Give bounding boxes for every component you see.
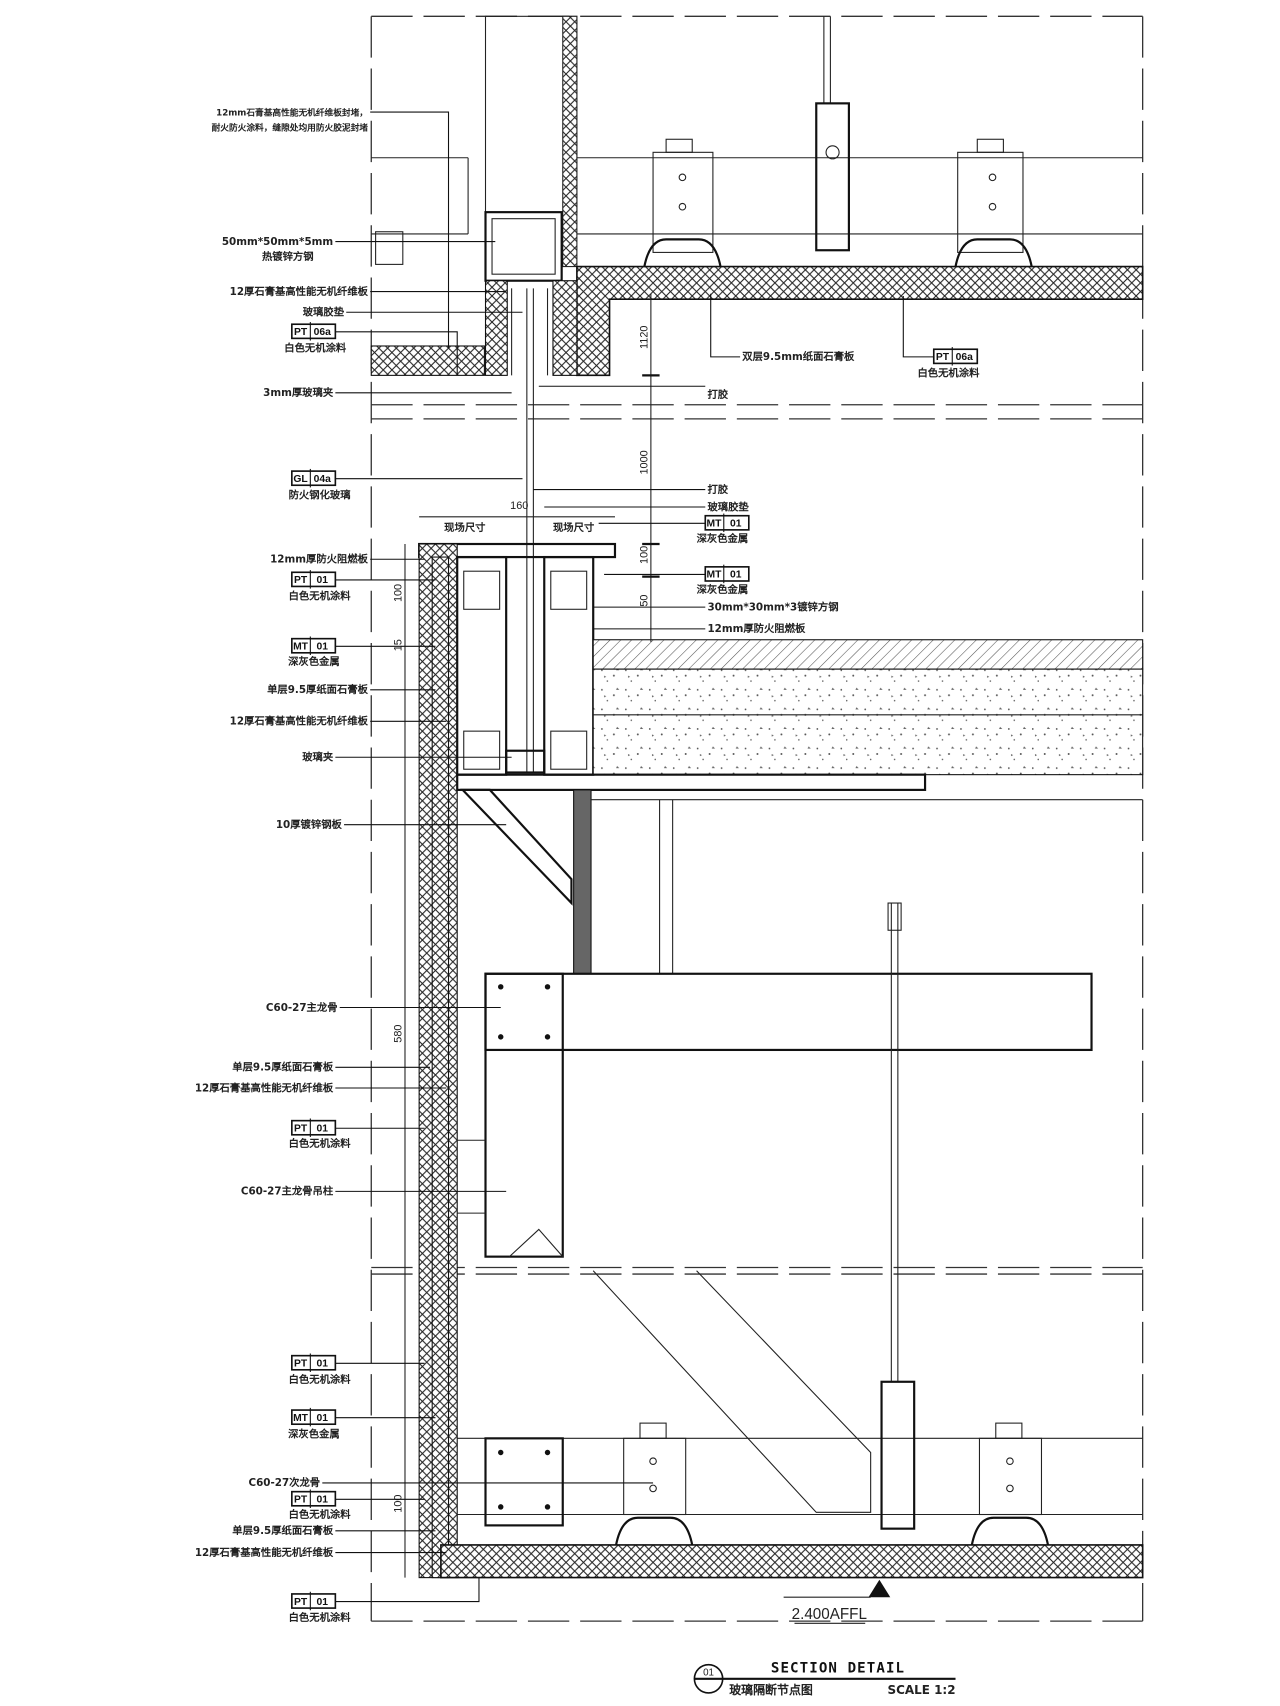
dim-1000: 1000 — [639, 450, 651, 474]
tag-pt06a-right: PT 06a — [932, 347, 979, 366]
label-pt01-note-a: 白色无机涂料 — [289, 589, 352, 602]
svg-text:PT: PT — [294, 1359, 308, 1370]
label-glass-clip-3mm: 3mm厚玻璃夹 — [263, 386, 334, 399]
label-steel-tube-small: 30mm*30mm*3镀锌方钢 — [707, 600, 838, 613]
drawing-subtitle: 玻璃隔断节点图 — [729, 1682, 813, 1697]
label-sealant-b: 打胶 — [707, 483, 728, 496]
svg-text:01: 01 — [317, 1413, 329, 1424]
svg-text:04a: 04a — [314, 474, 331, 485]
tag-mt01-b: MT 01 — [291, 1407, 337, 1427]
tag-mt01-a: MT 01 — [291, 636, 337, 655]
svg-text:01: 01 — [317, 1495, 329, 1506]
tag-pt01-a: PT 01 — [291, 570, 337, 589]
dim-1120: 1120 — [639, 326, 651, 349]
svg-text:PT: PT — [294, 327, 308, 338]
label-mt01-note-right-a: 深灰色金属 — [697, 532, 749, 545]
level-marker — [783, 1579, 891, 1624]
right-leader-lines — [533, 293, 934, 630]
svg-text:MT: MT — [293, 642, 309, 653]
dim-100-bottom: 100 — [393, 1495, 405, 1513]
dim-160: 160 — [510, 500, 528, 512]
svg-text:01: 01 — [317, 642, 329, 653]
label-sealant-a: 打胶 — [707, 388, 728, 401]
svg-text:MT: MT — [707, 570, 723, 581]
break-lines — [370, 15, 1144, 1622]
svg-text:06a: 06a — [956, 352, 973, 363]
label-pt01-note-b: 白色无机涂料 — [289, 1137, 352, 1150]
svg-text:01: 01 — [317, 1597, 329, 1608]
svg-text:PT: PT — [936, 352, 950, 363]
title-block — [693, 1663, 956, 1694]
svg-text:PT: PT — [294, 1495, 308, 1506]
dim-100-right: 100 — [639, 546, 651, 564]
label-gypsum-c: 单层9.5厚纸面石膏板 — [232, 1524, 334, 1537]
tag-pt01-b: PT 01 — [291, 1118, 337, 1137]
svg-text:MT: MT — [293, 1413, 309, 1424]
svg-text:01: 01 — [317, 1124, 329, 1135]
label-steel-tube-1: 50mm*50mm*5mm — [222, 236, 333, 248]
tag-pt01-e: PT 01 — [291, 1591, 337, 1611]
label-pt06a-note-right: 白色无机涂料 — [917, 366, 980, 379]
label-double-gypsum: 双层9.5mm纸面石膏板 — [742, 350, 855, 363]
svg-text:PT: PT — [294, 1124, 308, 1135]
label-glass-gasket-a: 玻璃胶垫 — [303, 306, 345, 319]
label-main-keel: C60-27主龙骨 — [266, 1001, 338, 1014]
label-fire-seal-1: 12mm石膏基高性能无机纤维板封堵， — [216, 106, 368, 118]
label-mt01-note-right-b: 深灰色金属 — [697, 583, 749, 596]
label-pt01-note-e: 白色无机涂料 — [289, 1611, 352, 1624]
dim-site-b: 现场尺寸 — [553, 521, 595, 534]
dim-50: 50 — [639, 595, 651, 607]
label-mt01-note-b: 深灰色金属 — [288, 1427, 340, 1440]
lower-ceiling-assembly — [440, 1380, 1144, 1579]
label-steel-tube-2: 热镀锌方钢 — [262, 250, 314, 263]
tag-gl04a: GL 04a — [291, 468, 337, 488]
svg-text:01: 01 — [730, 519, 742, 530]
svg-text:PT: PT — [294, 1597, 308, 1608]
level-mark-text: 2.400AFFL — [792, 1606, 867, 1623]
tag-pt01-d: PT 01 — [291, 1489, 337, 1508]
label-gypsum-b: 单层9.5厚纸面石膏板 — [232, 1061, 334, 1074]
svg-text:01: 01 — [317, 1359, 329, 1370]
glass-base-channel — [418, 542, 1144, 1579]
label-pt06a-note: 白色无机涂料 — [284, 341, 347, 354]
detail-number: 01 — [703, 1668, 714, 1679]
svg-text:PT: PT — [294, 575, 308, 586]
drawing-title: SECTION DETAIL — [771, 1660, 905, 1676]
label-mt01-note-a: 深灰色金属 — [288, 655, 340, 668]
label-fire-board: 12mm厚防火阻燃板 — [707, 622, 806, 635]
svg-text:GL: GL — [293, 474, 307, 485]
svg-text:01: 01 — [317, 575, 329, 586]
fire-glass-pane — [526, 288, 534, 773]
label-pt01-note-d: 白色无机涂料 — [289, 1508, 352, 1521]
label-gl04a-note: 防火钢化玻璃 — [289, 488, 351, 501]
label-steel-plate: 10厚镀锌钢板 — [276, 818, 343, 831]
label-glass-clip: 玻璃夹 — [302, 751, 334, 764]
label-fiber-board-d: 12厚石膏基高性能无机纤维板 — [195, 1546, 334, 1559]
dim-100-left: 100 — [393, 584, 405, 602]
label-fiber-board-b: 12厚石膏基高性能无机纤维板 — [230, 715, 369, 728]
svg-text:01: 01 — [730, 570, 742, 581]
svg-text:06a: 06a — [314, 327, 331, 338]
dimension-lines — [404, 293, 660, 1578]
label-fire-board-a: 12mm厚防火阻燃板 — [270, 553, 369, 566]
label-pt01-note-c: 白色无机涂料 — [289, 1373, 352, 1386]
upper-ceiling-assembly — [370, 15, 1144, 377]
drawing-scale: SCALE 1:2 — [888, 1683, 956, 1697]
label-gypsum-a: 单层9.5厚纸面石膏板 — [267, 683, 369, 696]
label-glass-gasket: 玻璃胶垫 — [707, 500, 749, 513]
label-fire-seal-2: 耐火防火涂料，缝隙处均用防火胶泥封堵 — [212, 122, 369, 134]
tag-mt01-right-a: MT 01 — [704, 513, 750, 533]
label-fiber-board-c: 12厚石膏基高性能无机纤维板 — [195, 1081, 334, 1094]
tag-pt01-c: PT 01 — [291, 1353, 337, 1372]
label-sub-keel: C60-27次龙骨 — [249, 1476, 321, 1489]
tag-pt06a-left: PT 06a — [291, 322, 337, 341]
svg-text:MT: MT — [707, 519, 723, 530]
dim-site-a: 现场尺寸 — [444, 521, 486, 534]
left-leader-lines — [322, 111, 654, 1603]
dim-15: 15 — [393, 639, 405, 651]
label-main-keel-hanger: C60-27主龙骨吊柱 — [241, 1185, 334, 1198]
tag-mt01-right-b: MT 01 — [704, 564, 750, 584]
label-fiber-board-a: 12厚石膏基高性能无机纤维板 — [230, 285, 369, 298]
dim-580: 580 — [393, 1025, 405, 1043]
